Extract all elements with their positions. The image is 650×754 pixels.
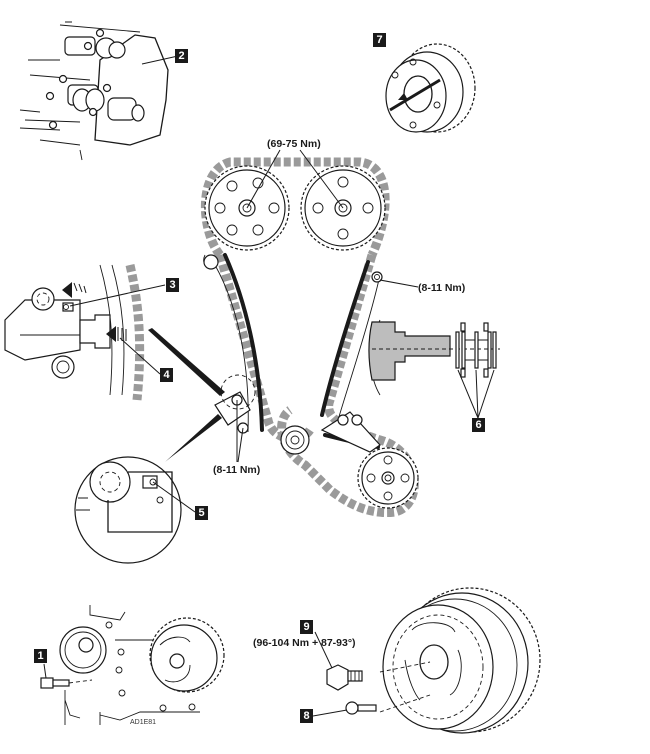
torque-label-crank-pulley: (96-104 Nm + 87-93°) [253,637,356,649]
callout-9: 9 [300,620,313,634]
callout-4: 4 [160,368,173,382]
pulley-bolt-8 [345,701,377,715]
tensioner-lock-detail-illustration [74,456,182,564]
tensioner-detail-illustration [4,263,145,401]
svg-text:2: 2 [178,50,184,62]
torque-label-tensioner: (8-11 Nm) [213,464,260,476]
chain-sprocket-spacers-illustration [368,319,500,396]
camshaft-setting-plate-illustration [19,21,169,161]
svg-text:7: 7 [376,34,382,46]
svg-text:3: 3 [169,279,175,291]
callout-6: 6 [472,418,485,432]
svg-text:4: 4 [163,369,170,381]
pulley-bolt-9 [326,664,363,691]
callout-2: 2 [175,49,188,63]
crankshaft-locking-illustration [40,605,225,725]
svg-text:8: 8 [303,710,309,722]
camshaft-sprocket-phaser-illustration [385,43,476,133]
svg-text:1: 1 [37,650,43,662]
svg-text:5: 5 [198,507,204,519]
figure-code: AD1E81 [130,719,156,726]
crankshaft-pulley-illustration [379,587,541,734]
svg-text:9: 9 [303,621,309,633]
callout-1: 1 [34,649,47,663]
callout-7: 7 [373,33,386,47]
callout-8: 8 [300,709,313,723]
svg-text:6: 6 [475,419,481,431]
torque-label-cam-sprockets: (69-75 Nm) [267,138,321,150]
torque-label-upper-guide: (8-11 Nm) [418,282,465,294]
callout-5: 5 [195,506,208,520]
callout-3: 3 [166,278,179,292]
